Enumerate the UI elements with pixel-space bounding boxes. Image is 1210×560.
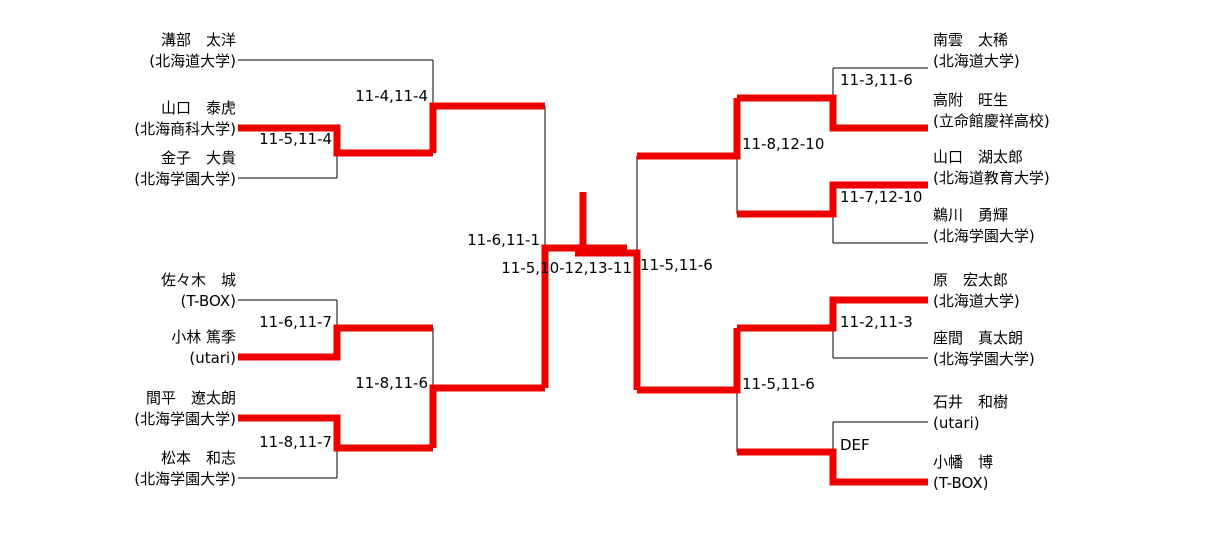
player-name: 小林 篤季 bbox=[171, 328, 236, 346]
player-name: 高附 旺生 bbox=[933, 91, 1009, 109]
player-affiliation: (北海学園大学) bbox=[933, 227, 1035, 245]
score-right-r1-c: 11-2,11-3 bbox=[840, 313, 913, 331]
player-affiliation: (utari) bbox=[189, 349, 236, 367]
player-left-7: 松本 和志 (北海学園大学) bbox=[18, 448, 236, 490]
player-left-2: 山口 泰虎 (北海商科大学) bbox=[18, 98, 236, 140]
player-right-3: 山口 湖太郎 (北海道教育大学) bbox=[933, 147, 1203, 189]
score-right-r2-b: 11-5,11-6 bbox=[742, 375, 815, 393]
player-left-4: 佐々木 城 (T-BOX) bbox=[18, 270, 236, 312]
player-affiliation: (北海道教育大学) bbox=[933, 169, 1050, 187]
player-left-1: 溝部 太洋 (北海道大学) bbox=[18, 30, 236, 72]
player-left-6: 間平 遼太朗 (北海学園大学) bbox=[18, 388, 236, 430]
player-affiliation: (北海学園大学) bbox=[134, 410, 236, 428]
player-right-5: 原 宏太郎 (北海道大学) bbox=[933, 270, 1203, 312]
player-right-1: 南雲 太稀 (北海道大学) bbox=[933, 30, 1203, 72]
score-right-r1-b: 11-7,12-10 bbox=[840, 188, 923, 206]
player-affiliation: (utari) bbox=[933, 414, 980, 432]
player-affiliation: (北海道大学) bbox=[933, 52, 1020, 70]
player-affiliation: (北海商科大学) bbox=[134, 120, 236, 138]
player-affiliation: (T-BOX) bbox=[180, 292, 236, 310]
score-right-r1-a: 11-3,11-6 bbox=[840, 71, 913, 89]
player-name: 山口 泰虎 bbox=[160, 99, 236, 117]
player-name: 松本 和志 bbox=[160, 449, 236, 467]
player-affiliation: (北海学園大学) bbox=[933, 350, 1035, 368]
player-name: 石井 和樹 bbox=[933, 393, 1009, 411]
player-name: 原 宏太郎 bbox=[933, 271, 1009, 289]
player-right-7: 石井 和樹 (utari) bbox=[933, 392, 1203, 434]
player-left-3: 金子 大貴 (北海学園大学) bbox=[18, 148, 236, 190]
player-affiliation: (北海道大学) bbox=[149, 52, 236, 70]
score-final: 11-5,10-12,13-11 bbox=[501, 259, 632, 277]
player-right-4: 鵜川 勇輝 (北海学園大学) bbox=[933, 205, 1203, 247]
score-left-r2-a: 11-4,11-4 bbox=[355, 87, 428, 105]
player-name: 佐々木 城 bbox=[160, 271, 236, 289]
player-right-8: 小幡 博 (T-BOX) bbox=[933, 452, 1203, 494]
player-name: 山口 湖太郎 bbox=[933, 148, 1024, 166]
player-affiliation: (北海学園大学) bbox=[134, 170, 236, 188]
player-name: 溝部 太洋 bbox=[160, 31, 236, 49]
player-right-6: 座間 真太朗 (北海学園大学) bbox=[933, 328, 1203, 370]
player-affiliation: (北海道大学) bbox=[933, 292, 1020, 310]
score-right-r1-d: DEF bbox=[840, 436, 870, 454]
score-left-r2-b: 11-8,11-6 bbox=[355, 374, 428, 392]
player-name: 小幡 博 bbox=[933, 453, 994, 471]
player-affiliation: (北海学園大学) bbox=[134, 470, 236, 488]
player-name: 間平 遼太朗 bbox=[145, 389, 236, 407]
score-right-sf: 11-5,11-6 bbox=[640, 256, 713, 274]
player-left-5: 小林 篤季 (utari) bbox=[18, 327, 236, 369]
player-name: 南雲 太稀 bbox=[933, 31, 1009, 49]
player-name: 金子 大貴 bbox=[160, 149, 236, 167]
player-name: 鵜川 勇輝 bbox=[933, 206, 1009, 224]
score-left-r1-a: 11-5,11-4 bbox=[259, 130, 332, 148]
score-left-sf: 11-6,11-1 bbox=[467, 231, 540, 249]
player-name: 座間 真太朗 bbox=[933, 329, 1024, 347]
player-affiliation: (立命館慶祥高校) bbox=[933, 112, 1050, 130]
player-affiliation: (T-BOX) bbox=[933, 474, 989, 492]
score-left-r1-b: 11-6,11-7 bbox=[259, 313, 332, 331]
player-right-2: 高附 旺生 (立命館慶祥高校) bbox=[933, 90, 1203, 132]
score-left-r1-c: 11-8,11-7 bbox=[259, 433, 332, 451]
score-right-r2-a: 11-8,12-10 bbox=[742, 135, 825, 153]
